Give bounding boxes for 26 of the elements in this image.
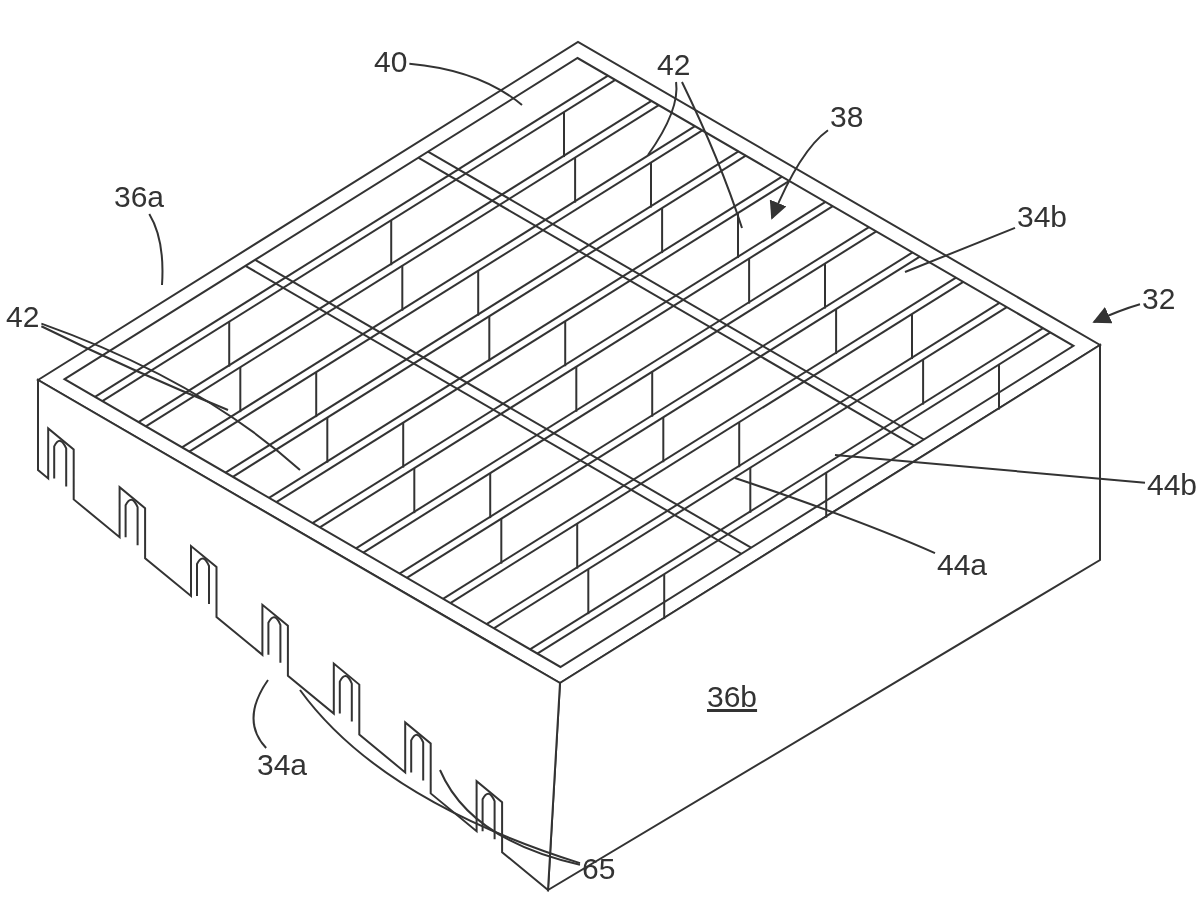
reference-numeral: 34a [255, 748, 310, 782]
reference-numeral: 36a [112, 180, 167, 214]
reference-numeral: 65 [580, 852, 618, 886]
reference-numeral: 34b [1015, 200, 1070, 234]
reference-numeral: 44a [935, 548, 990, 582]
leader-line [40, 322, 301, 471]
reference-numeral: 36b [706, 680, 759, 714]
leader-line [834, 454, 1146, 484]
leader-line [1092, 303, 1141, 324]
leader-line [904, 226, 1016, 273]
leader-line [299, 689, 581, 865]
reference-numeral: 38 [828, 100, 866, 134]
reference-numeral: 32 [1140, 282, 1178, 316]
reference-numeral: 42 [655, 48, 693, 82]
leader-line [770, 129, 829, 220]
leader-line [681, 81, 743, 229]
leader-line [252, 679, 269, 749]
leader-line [40, 325, 229, 411]
reference-numeral: 40 [372, 45, 410, 79]
reference-numeral: 42 [4, 300, 42, 334]
leader-line [408, 62, 523, 106]
leader-line [734, 477, 936, 555]
leader-line [647, 81, 678, 156]
leader-line [148, 213, 164, 286]
reference-numeral: 44b [1145, 468, 1200, 502]
leader-line [439, 769, 581, 866]
